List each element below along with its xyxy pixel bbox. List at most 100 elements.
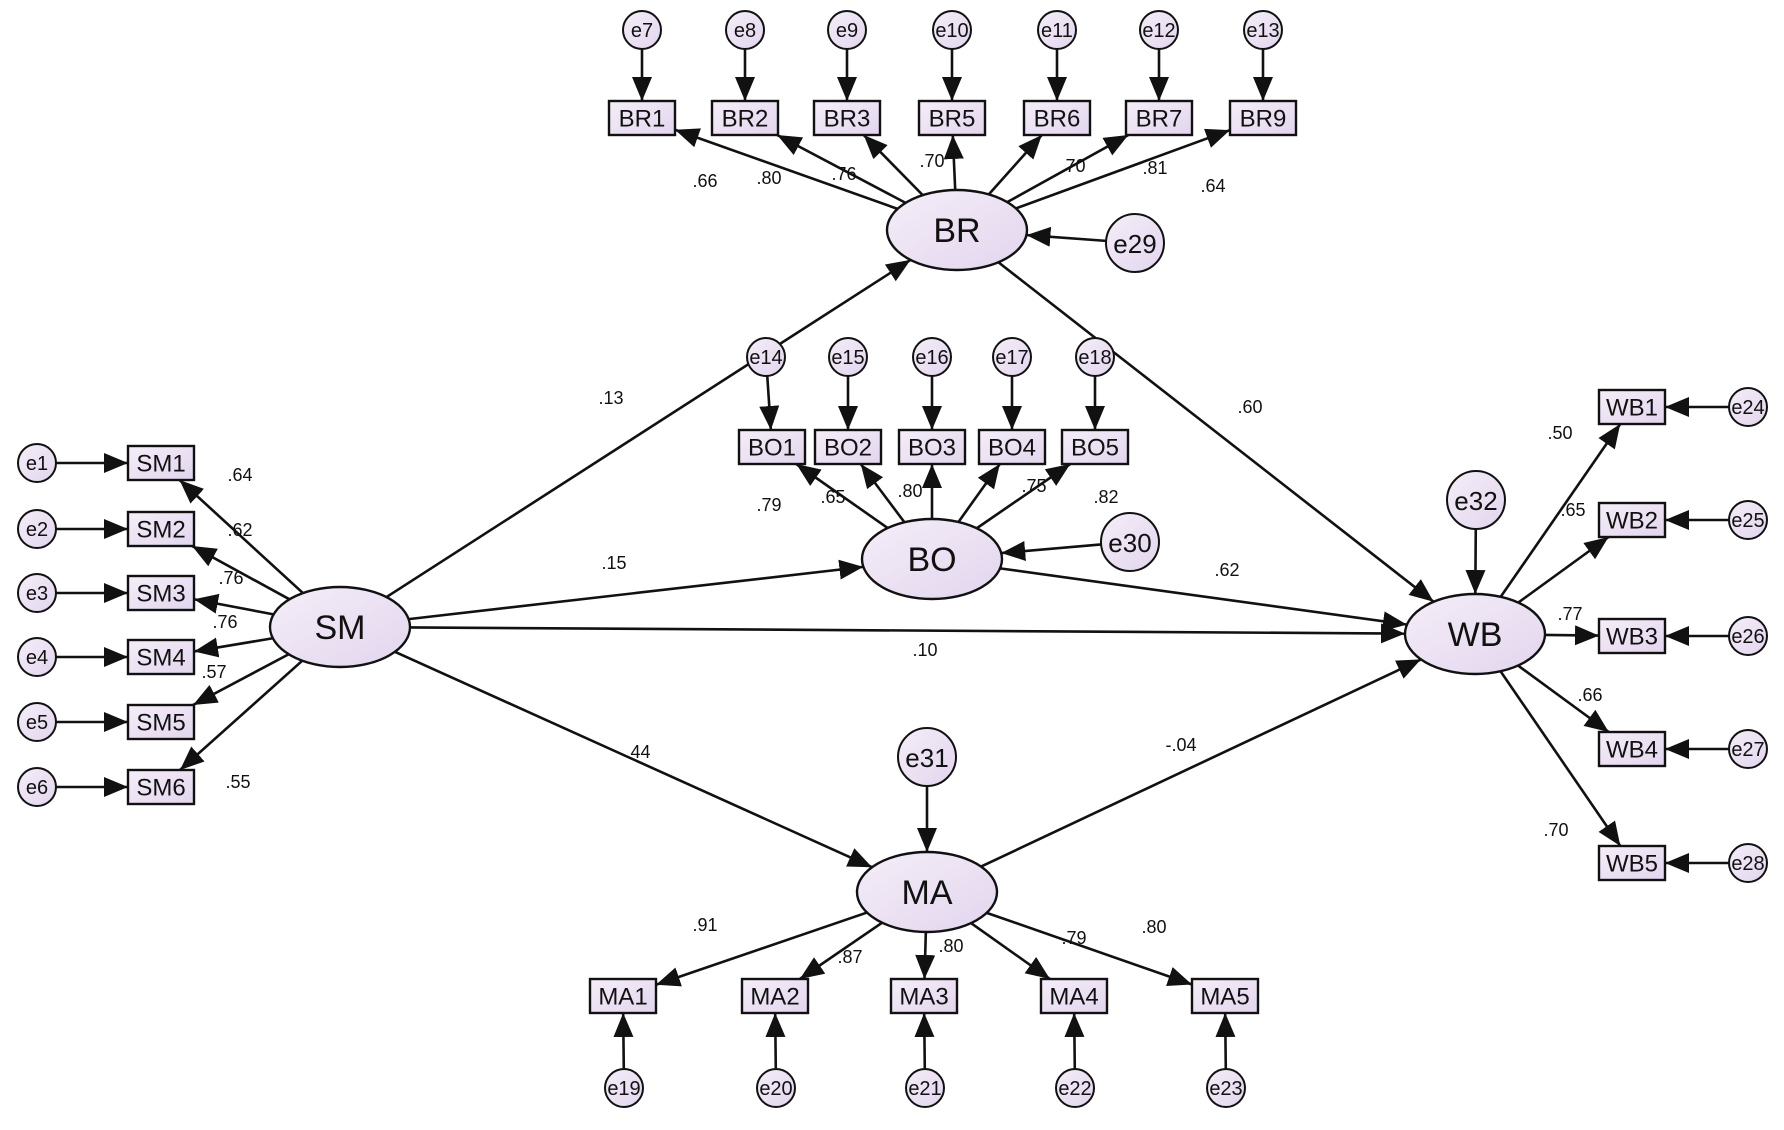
loading-coef-br5: .70 xyxy=(919,151,944,171)
path-arrow-BR-WB xyxy=(997,261,1435,603)
indicator-label-wb2: WB2 xyxy=(1606,508,1658,535)
latent-label-wb: WB xyxy=(1448,616,1503,654)
error-e4 xyxy=(17,637,57,677)
path-arrow-SM-BO xyxy=(408,559,864,621)
indicator-label-br2: BR2 xyxy=(722,106,769,133)
loading-coef-wb3: .77 xyxy=(1557,604,1582,624)
loading-arrow-BR2 xyxy=(776,133,907,204)
path-coef-bo-wb: .62 xyxy=(1214,560,1239,580)
loading-coef-br3: .76 xyxy=(831,164,856,184)
loading-arrow-MA5 xyxy=(986,911,1193,987)
error-label-e15: e15 xyxy=(831,347,864,369)
loading-coef-bo4: .75 xyxy=(1021,476,1046,496)
error-e22 xyxy=(1055,1068,1095,1108)
error-e17 xyxy=(992,337,1032,377)
loading-coef-br7: .81 xyxy=(1142,158,1167,178)
error-arrow-e30 xyxy=(1001,541,1102,561)
latent-label-ma: MA xyxy=(902,874,953,912)
loading-coef-sm3: .76 xyxy=(218,568,243,588)
error-e23 xyxy=(1206,1068,1246,1108)
loading-coef-bo2: .65 xyxy=(820,487,845,507)
error-label-e18: e18 xyxy=(1078,347,1111,369)
latent-wb xyxy=(1403,592,1547,676)
error-e2 xyxy=(17,509,57,549)
indicator-label-sm3: SM3 xyxy=(136,581,185,608)
indicator-label-ma4: MA4 xyxy=(1049,984,1098,1011)
error-e8 xyxy=(725,10,765,50)
indicator-wb3 xyxy=(1597,617,1667,655)
loading-coef-br9: .64 xyxy=(1200,176,1225,196)
error-label-e8: e8 xyxy=(734,20,756,42)
latent-label-br: BR xyxy=(933,212,980,250)
indicator-wb5 xyxy=(1597,844,1667,882)
indicator-br7 xyxy=(1124,99,1194,137)
loading-arrow-MA3 xyxy=(915,931,936,980)
indicator-bo3 xyxy=(897,428,967,466)
loading-arrow-BO1 xyxy=(795,462,889,530)
loading-arrow-WB2 xyxy=(1517,535,1610,604)
indicator-label-br6: BR6 xyxy=(1034,106,1081,133)
loading-arrow-WB5 xyxy=(1499,670,1622,847)
latent-ma xyxy=(855,850,999,934)
loading-coef-sm5: .57 xyxy=(201,662,226,682)
error-e24 xyxy=(1728,387,1768,427)
indicator-label-br7: BR7 xyxy=(1136,106,1183,133)
loading-arrow-SM4 xyxy=(193,636,274,658)
loading-arrow-BO4 xyxy=(957,463,1001,523)
error-arrow-e29 xyxy=(1026,226,1107,247)
error-arrow-e22 xyxy=(1064,1012,1085,1070)
path-coef-br-wb: .60 xyxy=(1237,397,1262,417)
path-coef-ma-wb: -.04 xyxy=(1165,735,1196,755)
error-label-e13: e13 xyxy=(1246,20,1279,42)
path-arrow-MA-WB xyxy=(980,658,1422,868)
loading-arrow-SM5 xyxy=(192,653,290,707)
error-e13 xyxy=(1243,10,1283,50)
error-e16 xyxy=(912,337,952,377)
latent-sm xyxy=(268,585,412,669)
error-label-e27: e27 xyxy=(1731,739,1764,761)
error-arrow-e20 xyxy=(765,1012,786,1070)
loading-coef-ma2: .87 xyxy=(837,947,862,967)
indicator-label-wb3: WB3 xyxy=(1606,624,1658,651)
error-e32 xyxy=(1446,470,1506,530)
indicator-br5 xyxy=(917,99,987,137)
indicator-ma2 xyxy=(740,977,810,1015)
error-label-e12: e12 xyxy=(1142,20,1175,42)
indicator-label-ma5: MA5 xyxy=(1200,984,1249,1011)
loading-arrow-BR6 xyxy=(987,134,1043,196)
error-e11 xyxy=(1037,10,1077,50)
error-label-e2: e2 xyxy=(26,519,48,541)
indicator-ma1 xyxy=(588,977,658,1015)
loading-arrow-BO2 xyxy=(859,463,906,524)
indicator-label-ma3: MA3 xyxy=(899,984,948,1011)
error-e15 xyxy=(828,337,868,377)
indicator-label-br9: BR9 xyxy=(1240,106,1287,133)
error-label-e24: e24 xyxy=(1731,397,1764,419)
indicator-wb2 xyxy=(1597,501,1667,539)
loading-coef-br6: .70 xyxy=(1060,156,1085,176)
indicator-label-br3: BR3 xyxy=(824,106,871,133)
loading-coef-ma3: .80 xyxy=(938,936,963,956)
error-e21 xyxy=(905,1068,945,1108)
indicator-label-wb1: WB1 xyxy=(1606,395,1658,422)
error-label-e11: e11 xyxy=(1041,20,1073,42)
error-label-e28: e28 xyxy=(1731,853,1764,875)
loading-arrow-MA2 xyxy=(799,921,883,981)
indicator-br2 xyxy=(710,99,780,137)
latent-label-sm: SM xyxy=(315,609,366,647)
paths-layer xyxy=(56,49,1729,1070)
indicator-bo1 xyxy=(737,428,807,466)
indicator-label-wb4: WB4 xyxy=(1606,737,1658,764)
loading-coef-wb2: .65 xyxy=(1560,500,1585,520)
indicator-label-bo2: BO2 xyxy=(824,435,872,462)
indicator-ma5 xyxy=(1190,977,1260,1015)
indicator-ma3 xyxy=(889,977,959,1015)
indicator-sm3 xyxy=(126,574,196,612)
indicator-ma4 xyxy=(1039,977,1109,1015)
indicator-label-br1: BR1 xyxy=(619,106,666,133)
error-label-e23: e23 xyxy=(1209,1078,1242,1100)
loading-coef-wb4: .66 xyxy=(1577,685,1602,705)
loading-arrow-BR5 xyxy=(943,134,964,191)
